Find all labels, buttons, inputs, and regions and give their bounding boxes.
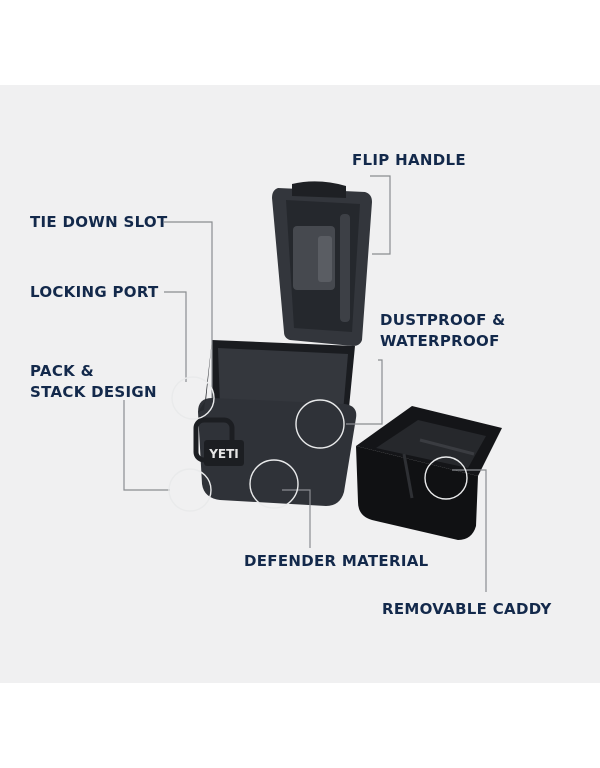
label-dustproof-line2: WATERPROOF xyxy=(380,332,500,350)
callout-lines xyxy=(123,175,487,592)
flip-handle xyxy=(292,181,346,198)
label-dustproof-line1: DUSTPROOF & xyxy=(380,311,506,329)
label-locking-port: LOCKING PORT xyxy=(30,283,159,301)
label-pack-stack-line1: PACK & xyxy=(30,362,94,380)
label-flip-handle: FLIP HANDLE xyxy=(352,151,466,169)
yeti-logo-text: YETI xyxy=(208,447,239,461)
label-pack-stack-line2: STACK DESIGN xyxy=(30,383,157,401)
callout-circles xyxy=(168,376,468,512)
label-defender-material: DEFENDER MATERIAL xyxy=(244,552,429,570)
cooler-lid xyxy=(272,181,372,346)
label-tie-down-slot: TIE DOWN SLOT xyxy=(30,213,168,231)
removable-caddy xyxy=(356,406,502,540)
label-removable-caddy: REMOVABLE CADDY xyxy=(382,600,552,618)
cooler-body: YETI xyxy=(193,340,357,506)
yeti-badge xyxy=(204,440,244,466)
